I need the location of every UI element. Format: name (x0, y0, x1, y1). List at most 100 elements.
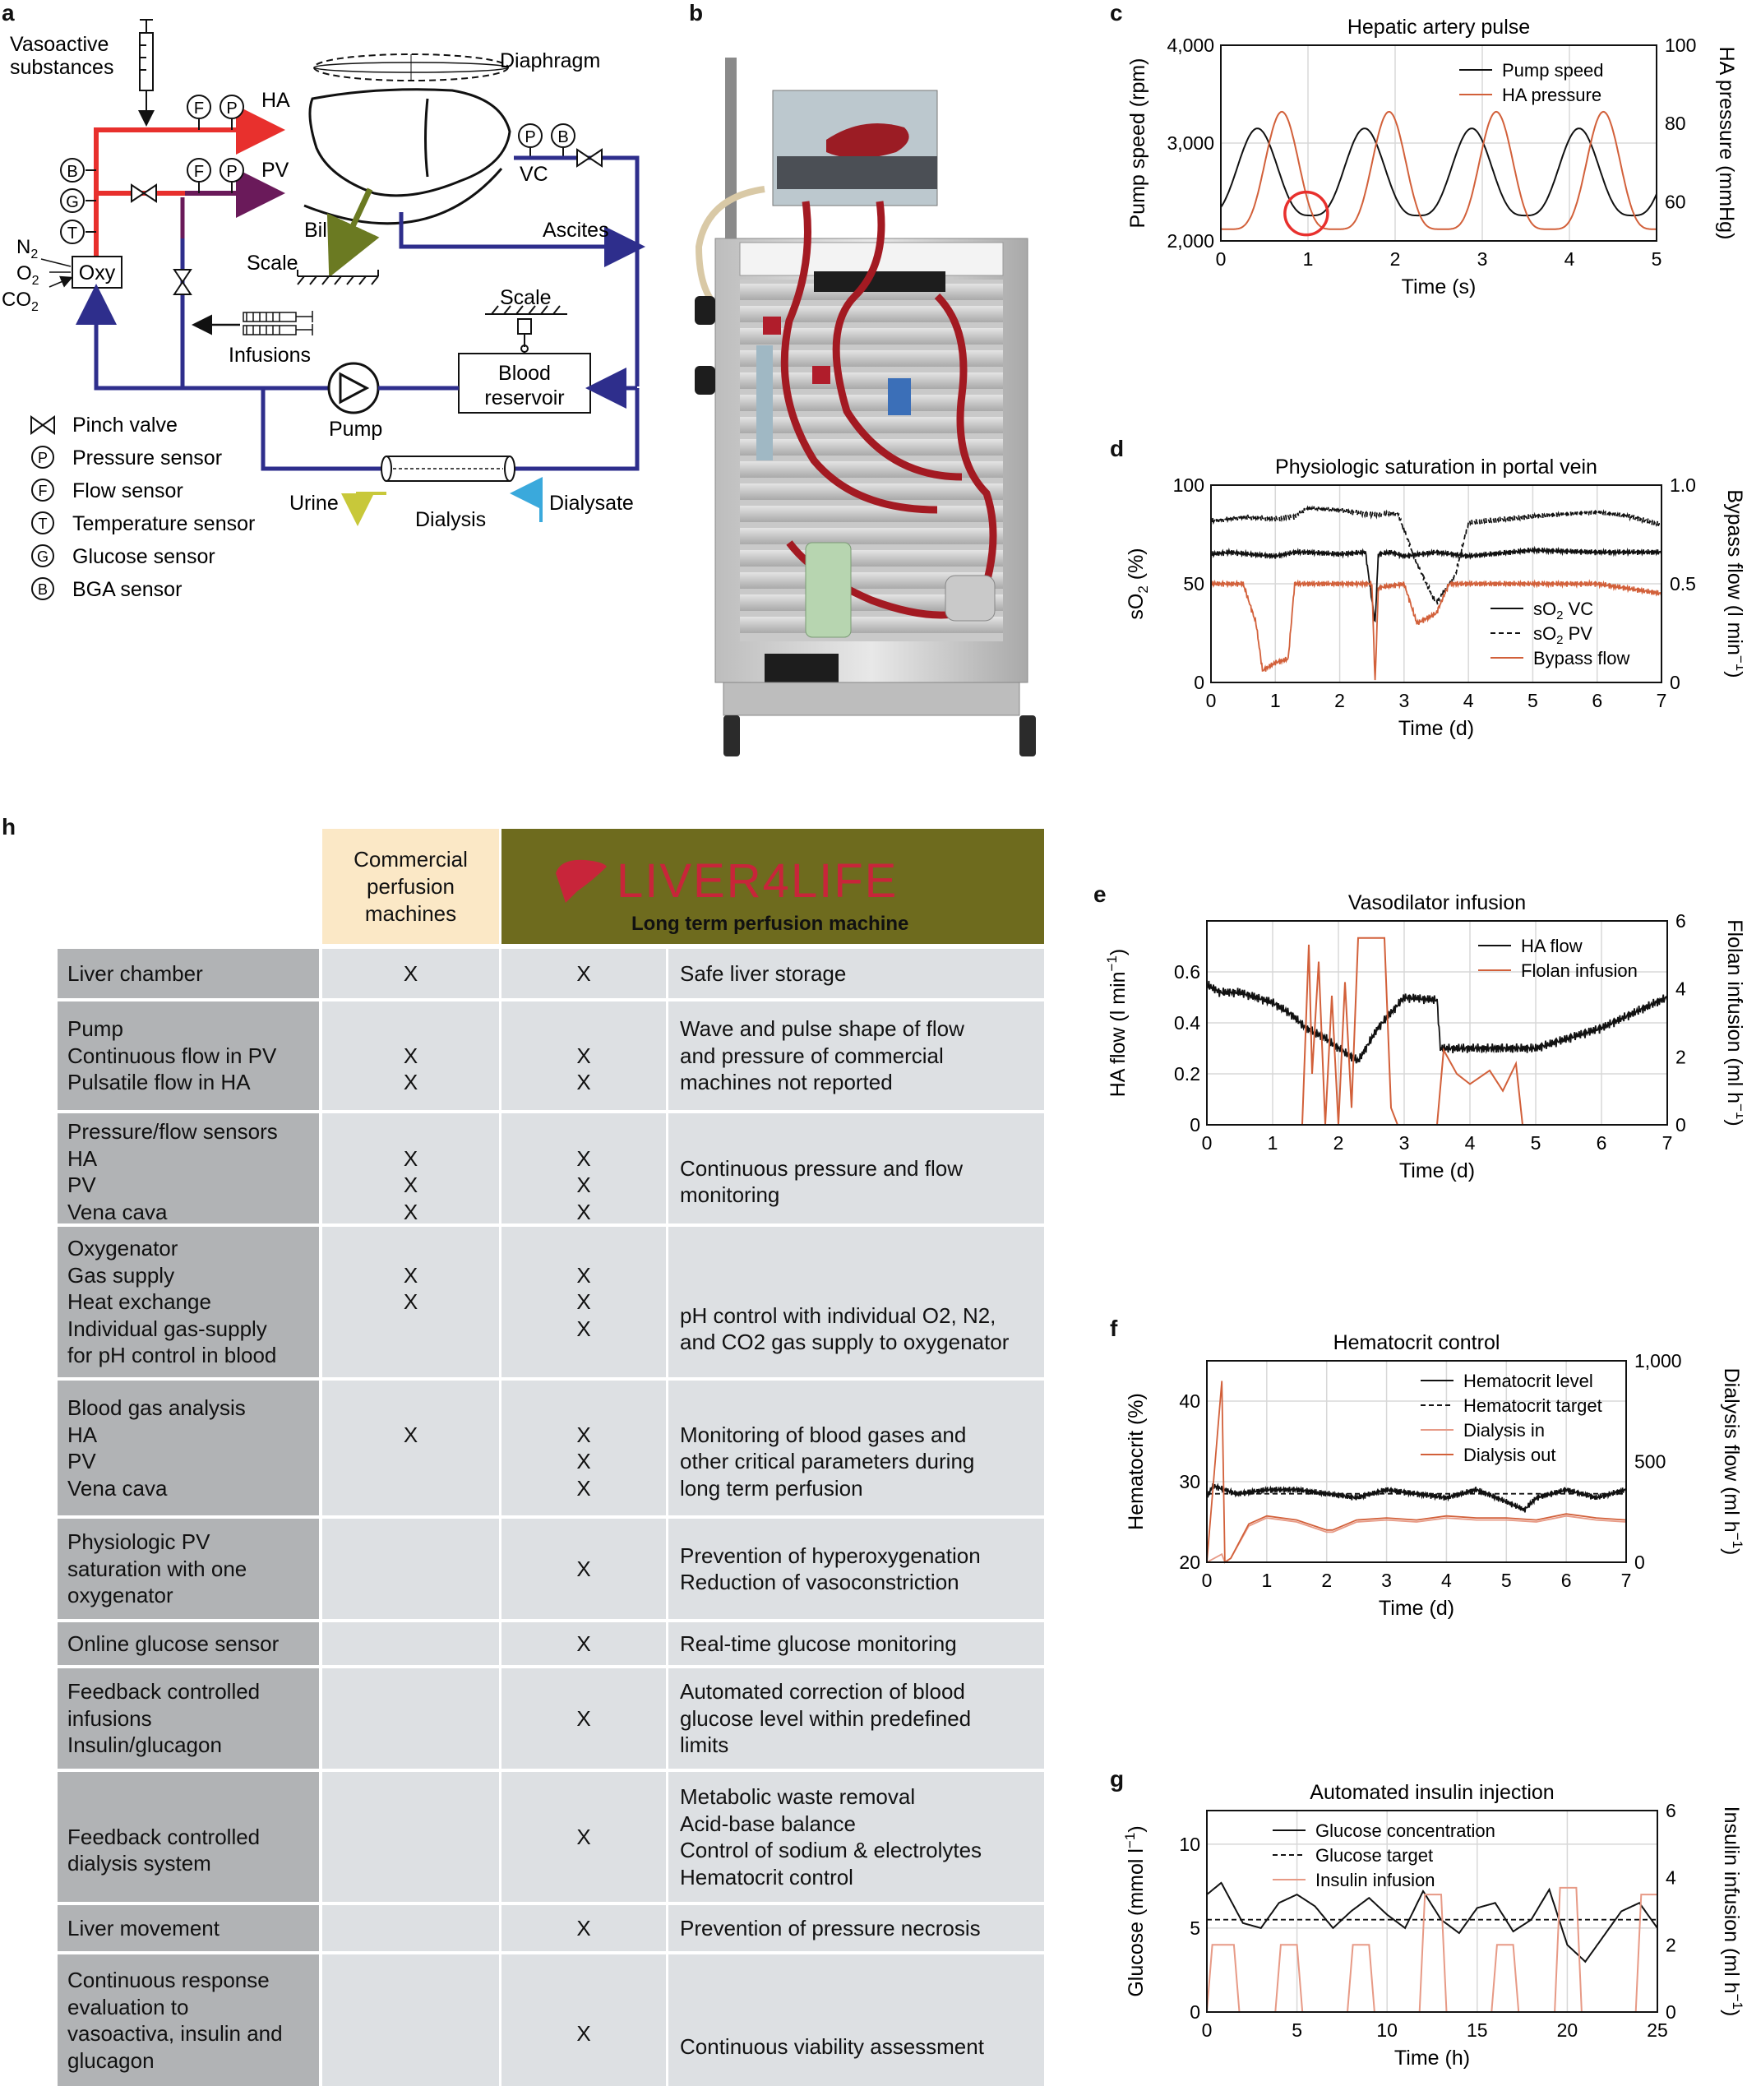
ha-line (94, 105, 285, 271)
svg-text:P: P (525, 128, 535, 146)
y-tick-label: 40 (1179, 1390, 1200, 1412)
svg-text:F: F (194, 99, 204, 118)
legend-glucose-sensor: Glucose sensor (72, 545, 215, 568)
blood-reservoir-box (458, 353, 591, 414)
chamber-base (777, 156, 937, 189)
cell-text: Heat exchange (67, 1289, 211, 1315)
cell-text: monitoring (680, 1182, 780, 1208)
x-mark: X (576, 1262, 591, 1288)
y2-axis-label: Insulin infusion (ml h−1) (1720, 1806, 1743, 2017)
series-dialysis-out (1206, 1381, 1627, 1564)
label-ha: HA (261, 89, 290, 112)
svg-text:B: B (557, 128, 568, 146)
cell-text: infusions (67, 1705, 152, 1731)
reservoir-scale-icon (485, 305, 567, 354)
svg-text:G: G (66, 193, 79, 211)
y-tick-label: 30 (1179, 1471, 1200, 1492)
cell-text: Continuous pressure and flow (680, 1155, 963, 1181)
machine-pole (725, 58, 737, 255)
y2-axis-label: Dialysis flow (ml h−1) (1720, 1368, 1743, 1556)
label-dialysis: Dialysis (415, 508, 486, 531)
chart-title: Hepatic artery pulse (1347, 16, 1530, 39)
label-scale-1: Scale (247, 252, 298, 275)
x-mark: X (576, 1199, 591, 1224)
cell-text: pH control with individual O2, N2, (680, 1302, 996, 1328)
x-axis-label: Time (s) (1402, 275, 1477, 298)
y2-tick-label: 0 (1675, 1114, 1686, 1136)
legend-entry: Hematocrit target (1463, 1395, 1602, 1416)
x-axis-label: Time (d) (1398, 717, 1474, 740)
y-tick-label: 0 (1194, 672, 1204, 693)
plot-frame (1220, 44, 1657, 242)
label-vasoactive-2: substances (10, 56, 113, 79)
feature-cell: Liver movement (58, 1905, 319, 1951)
y2-tick-label: 1,000 (1634, 1350, 1682, 1371)
x-tick-label: 1 (1268, 1132, 1278, 1154)
y2-tick-label: 100 (1665, 35, 1696, 56)
commercial-cell (322, 1772, 499, 1902)
label-reservoir-2: reservoir (484, 386, 564, 409)
label-o2: O2 (16, 262, 39, 288)
x-tick-label: 15 (1467, 2019, 1488, 2041)
series-flolan-infusion (1301, 937, 1523, 1126)
y2-tick-label: 6 (1666, 1800, 1676, 1821)
cell-text: Physiologic PV (67, 1529, 210, 1555)
cell-text: saturation with one (67, 1556, 247, 1581)
oxygenator-render (805, 542, 852, 638)
x-mark: X (576, 1475, 591, 1501)
cell-text: glucagon (67, 2047, 155, 2073)
legend-entry: Glucose target (1315, 1845, 1433, 1866)
legend-entry: sO2 PV (1533, 623, 1592, 647)
dialysate-arrow (510, 477, 543, 522)
legend-entry: Bypass flow (1533, 648, 1629, 668)
label-vc: VC (520, 163, 548, 186)
cell-text: HA (67, 1422, 98, 1447)
x-tick-label: 7 (1662, 1132, 1673, 1154)
x-mark: X (403, 1422, 418, 1447)
label-urine: Urine (289, 492, 339, 515)
cell-text: Pump (67, 1016, 123, 1042)
x-axis-label: Time (h) (1394, 2047, 1470, 2070)
legend-pressure-sensor: Pressure sensor (72, 446, 222, 469)
y-tick-label: 0.6 (1174, 961, 1200, 983)
cell-text: Safe liver storage (680, 960, 847, 986)
svg-text:G: G (37, 548, 49, 565)
x-tick-label: 4 (1564, 248, 1575, 270)
x-mark: X (576, 1173, 591, 1197)
header-liver4life: LIVER4LIFE Long term perfusion machine (501, 829, 1044, 944)
y-axis-label: Pump speed (rpm) (1126, 58, 1149, 228)
x-axis-label: Time (d) (1379, 1597, 1454, 1620)
temperature-sensor-icon: T (60, 220, 96, 244)
legend-entry: HA pressure (1502, 85, 1601, 105)
perfusion-schematic: Vasoactive substances HA PV F P F P B G … (2, 19, 645, 600)
liver4life-cell: X (501, 1905, 666, 1951)
cell-text: Blood gas analysis (67, 1395, 246, 1420)
series-so2-pv (1210, 505, 1662, 605)
bile-arrow (326, 187, 380, 278)
x-mark: X (576, 1070, 591, 1095)
y2-tick-label: 60 (1665, 191, 1686, 212)
cell-text: Prevention of hyperoxygenation (680, 1543, 981, 1568)
plot-frame (1206, 1810, 1658, 2013)
svg-text:P: P (38, 450, 48, 466)
x-tick-label: 0 (1202, 2019, 1213, 2041)
x-tick-label: 6 (1597, 1132, 1607, 1154)
liver4life-cell: X (501, 1622, 666, 1665)
vc-line (514, 155, 640, 386)
description-cell: Safe liver storage (668, 949, 1044, 998)
bga-sensor-icon: B (60, 158, 96, 183)
